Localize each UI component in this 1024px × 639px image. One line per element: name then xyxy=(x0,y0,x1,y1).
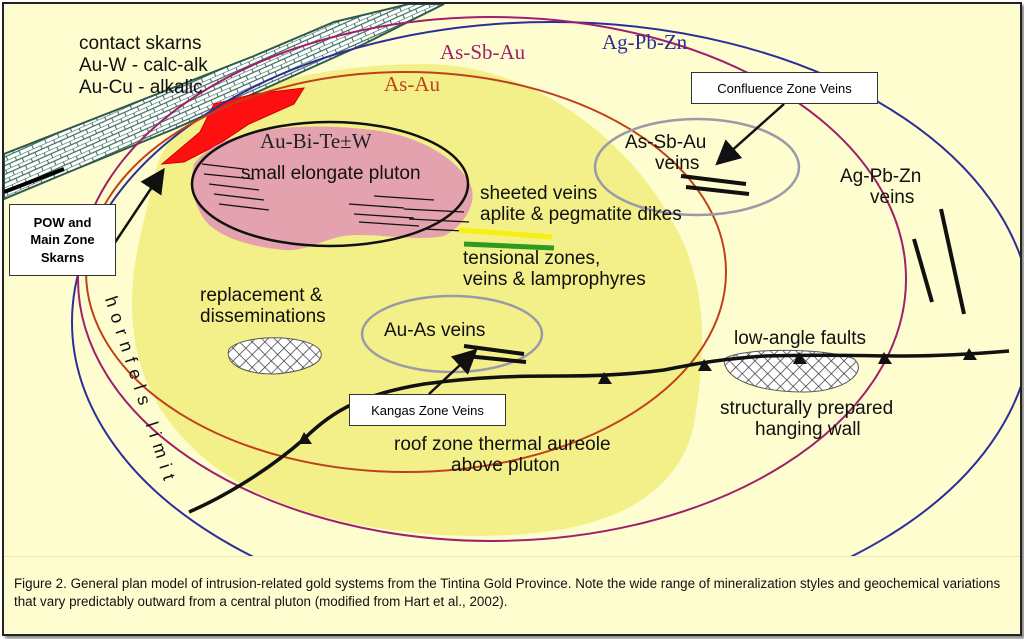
kangas-arrow xyxy=(428,348,478,395)
pow-text-2: Main Zone xyxy=(30,232,95,248)
pow-arrow xyxy=(112,167,165,245)
kangas-zone-callout: Kangas Zone Veins xyxy=(349,394,506,426)
pow-text-1: POW and xyxy=(33,214,92,230)
low-angle-faults-label: low-angle faults xyxy=(734,328,867,349)
as-sb-au-veins-label-1: As-Sb-Au xyxy=(625,132,707,153)
as-sb-au-zone-label: As-Sb-Au xyxy=(440,40,526,64)
tensional-zones-label: tensional zones, xyxy=(463,248,601,269)
as-au-zone-label: As-Au xyxy=(384,72,440,96)
above-pluton-label: above pluton xyxy=(451,455,560,476)
roof-zone-label: roof zone thermal aureole xyxy=(394,434,611,455)
au-cu-alkalic-label: Au-Cu - alkalic xyxy=(79,77,203,98)
fault-teeth xyxy=(298,348,977,444)
confluence-zone-text: Confluence Zone Veins xyxy=(717,80,852,96)
small-elongate-pluton-label: small elongate pluton xyxy=(241,163,421,184)
ag-pb-zn-veins-label-1: Ag-Pb-Zn xyxy=(840,166,922,187)
vein-segments xyxy=(463,174,966,364)
figure-caption: Figure 2. General plan model of intrusio… xyxy=(14,576,1001,610)
ag-pb-zn-ring xyxy=(71,21,1020,556)
disseminations-label: disseminations xyxy=(200,306,326,327)
au-w-calc-alk-label: Au-W - calc-alk xyxy=(79,55,208,76)
kangas-zone-text: Kangas Zone Veins xyxy=(371,402,484,418)
pow-text-3: Skarns xyxy=(40,249,85,265)
replacement-label: replacement & xyxy=(200,285,323,306)
confluence-arrow xyxy=(715,103,785,166)
veins-lamprophyres-label: veins & lamprophyres xyxy=(463,269,646,290)
pow-main-zone-callout: POW and Main Zone Skarns xyxy=(9,204,116,276)
contact-skarns-label: contact skarns xyxy=(79,33,202,54)
confluence-zone-callout: Confluence Zone Veins xyxy=(691,72,878,104)
sheeted-veins-label: sheeted veins xyxy=(480,183,598,204)
figure-caption-area: Figure 2. General plan model of intrusio… xyxy=(4,556,1020,634)
ag-pb-zn-veins-label-2: veins xyxy=(870,187,915,208)
as-sb-au-ring xyxy=(77,16,907,542)
as-sb-au-veins-label-2: veins xyxy=(655,153,700,174)
ag-pb-zn-zone-label: Ag-Pb-Zn xyxy=(602,30,688,54)
au-as-veins-label: Au-As veins xyxy=(384,320,486,341)
elongate-pluton xyxy=(192,126,473,251)
au-bi-te-w-label: Au-Bi-Te±W xyxy=(260,129,372,153)
aplite-pegmatite-label: aplite & pegmatite dikes xyxy=(480,204,682,225)
contact-skarn xyxy=(160,87,305,165)
lamprophyre-dike xyxy=(463,241,555,251)
hanging-wall-hatch xyxy=(723,349,859,393)
structurally-prepared-label: structurally prepared xyxy=(720,398,894,419)
aplite-dike xyxy=(458,227,553,240)
hanging-wall-label: hanging wall xyxy=(755,419,861,440)
layer-base-line xyxy=(4,167,65,194)
pluton-outline xyxy=(190,120,470,248)
replacement-hatch xyxy=(227,337,322,375)
as-sb-au-veins-ellipse xyxy=(593,117,801,217)
